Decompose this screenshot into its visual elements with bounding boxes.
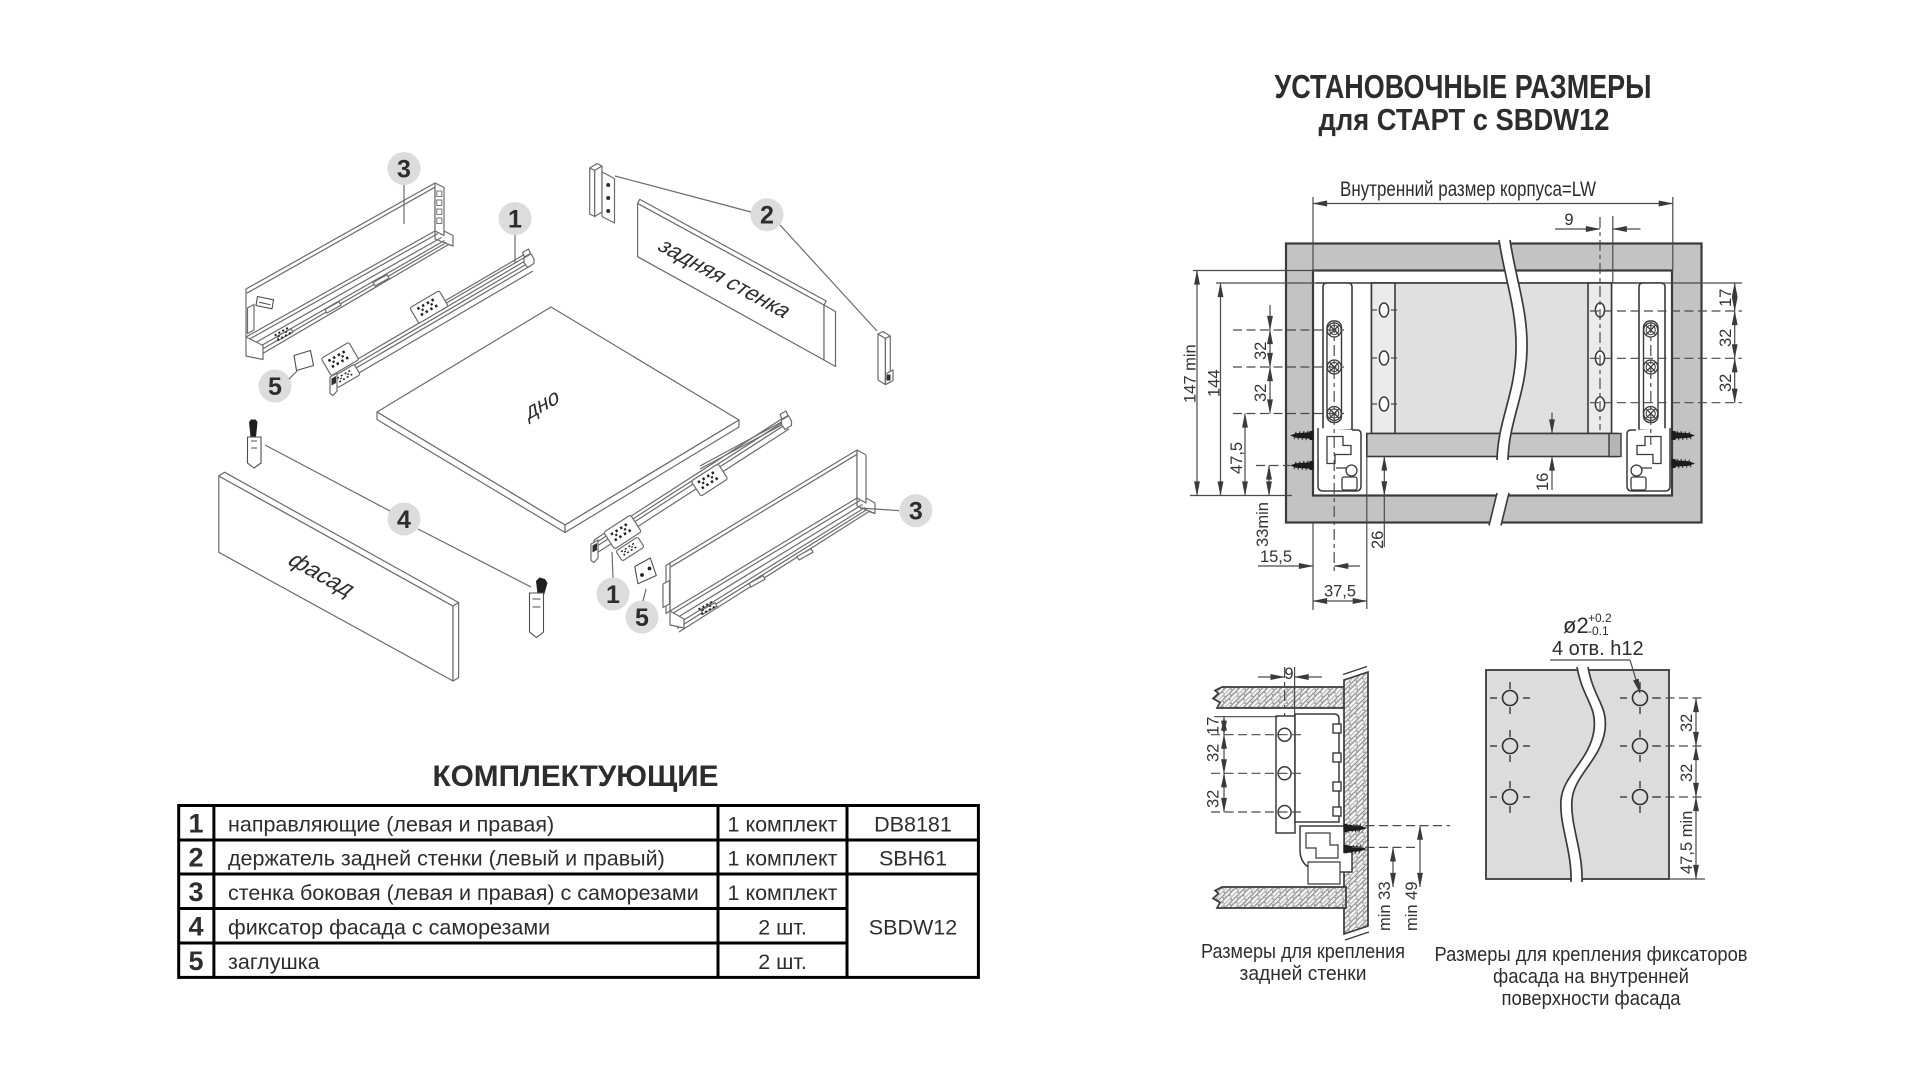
svg-text:32: 32 <box>1717 374 1735 392</box>
svg-text:37,5: 37,5 <box>1324 583 1356 601</box>
svg-text:направляющие (левая и правая): направляющие (левая и правая) <box>228 813 554 837</box>
svg-text:фасада на внутренней: фасада на внутренней <box>1493 965 1689 988</box>
svg-text:Внутренний размер корпуса=LW: Внутренний размер корпуса=LW <box>1340 178 1596 201</box>
svg-text:2: 2 <box>188 843 203 873</box>
svg-text:SBH61: SBH61 <box>879 847 947 871</box>
svg-text:32: 32 <box>1252 342 1270 360</box>
svg-text:3: 3 <box>909 498 923 526</box>
svg-text:32: 32 <box>1717 329 1735 347</box>
svg-text:-0.1: -0.1 <box>1588 624 1609 638</box>
svg-text:1: 1 <box>508 206 522 234</box>
svg-text:для СТАРТ с SBDW12: для СТАРТ с SBDW12 <box>1319 102 1610 137</box>
svg-text:9: 9 <box>1284 665 1293 683</box>
svg-text:32: 32 <box>1678 764 1696 782</box>
svg-text:заглушка: заглушка <box>228 950 320 974</box>
svg-text:4: 4 <box>397 506 411 534</box>
svg-text:15,5: 15,5 <box>1260 548 1292 566</box>
svg-text:Размеры для крепления: Размеры для крепления <box>1201 940 1405 963</box>
svg-text:1 комплект: 1 комплект <box>728 813 838 837</box>
svg-text:32: 32 <box>1205 790 1223 808</box>
svg-text:min 49: min 49 <box>1403 881 1421 931</box>
svg-text:3: 3 <box>188 877 203 907</box>
svg-text:задней стенки: задней стенки <box>1240 962 1367 985</box>
svg-text:144: 144 <box>1206 369 1224 397</box>
svg-text:26: 26 <box>1369 531 1387 549</box>
svg-text:2: 2 <box>760 202 774 230</box>
svg-text:2 шт.: 2 шт. <box>758 950 807 974</box>
svg-text:УСТАНОВОЧНЫЕ РАЗМЕРЫ: УСТАНОВОЧНЫЕ РАЗМЕРЫ <box>1275 68 1652 105</box>
svg-text:стенка боковая (левая и правая: стенка боковая (левая и правая) с саморе… <box>228 881 699 905</box>
svg-text:держатель задней стенки (левый: держатель задней стенки (левый и правый) <box>228 847 665 871</box>
svg-text:Размеры для крепления фиксатор: Размеры для крепления фиксаторов <box>1435 943 1748 966</box>
svg-text:9: 9 <box>1564 211 1573 229</box>
svg-text:32: 32 <box>1205 744 1223 762</box>
svg-text:ø2: ø2 <box>1563 613 1589 638</box>
svg-text:5: 5 <box>635 604 649 632</box>
svg-text:16: 16 <box>1534 473 1552 491</box>
svg-text:КОМПЛЕКТУЮЩИЕ: КОМПЛЕКТУЮЩИЕ <box>433 760 719 793</box>
svg-text:1 комплект: 1 комплект <box>728 881 838 905</box>
svg-text:1: 1 <box>188 809 203 839</box>
svg-text:5: 5 <box>188 946 203 976</box>
svg-text:47,5 min: 47,5 min <box>1678 811 1696 874</box>
svg-text:147 min: 147 min <box>1182 344 1200 403</box>
svg-text:1 комплект: 1 комплект <box>728 847 838 871</box>
svg-text:5: 5 <box>268 373 282 401</box>
svg-text:SBDW12: SBDW12 <box>869 916 957 940</box>
svg-text:17: 17 <box>1717 289 1735 307</box>
svg-text:поверхности фасада: поверхности фасада <box>1502 987 1682 1010</box>
svg-text:33min: 33min <box>1254 502 1272 547</box>
svg-text:47,5: 47,5 <box>1228 442 1246 474</box>
svg-text:32: 32 <box>1678 714 1696 732</box>
svg-text:1: 1 <box>606 581 620 609</box>
svg-text:32: 32 <box>1252 384 1270 402</box>
svg-text:2 шт.: 2 шт. <box>758 916 807 940</box>
svg-text:4: 4 <box>188 912 203 942</box>
svg-text:3: 3 <box>397 156 411 184</box>
svg-text:фиксатор фасада с саморезами: фиксатор фасада с саморезами <box>228 916 550 940</box>
svg-text:DB8181: DB8181 <box>874 813 952 837</box>
svg-text:4 отв. h12: 4 отв. h12 <box>1552 638 1644 660</box>
svg-text:min 33: min 33 <box>1376 881 1394 931</box>
svg-text:+0.2: +0.2 <box>1588 611 1612 625</box>
svg-text:17: 17 <box>1205 717 1223 735</box>
